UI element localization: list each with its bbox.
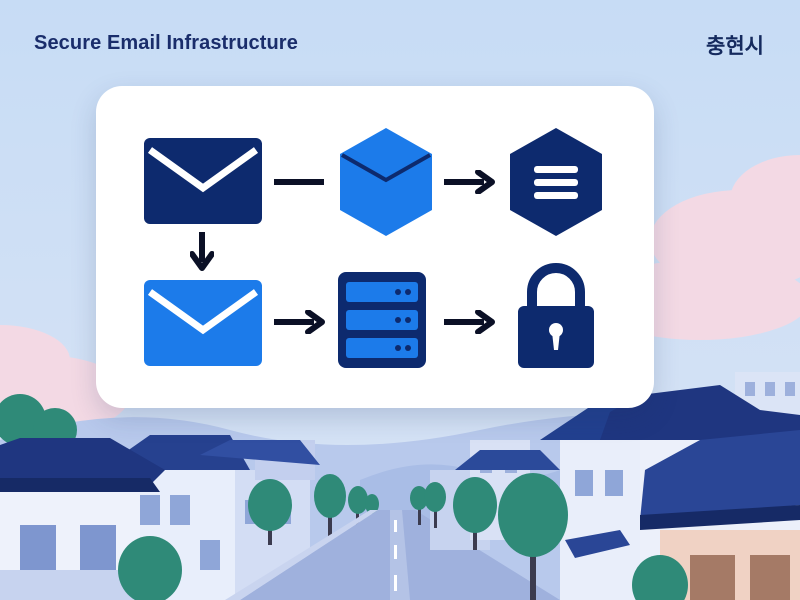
city-name-label: 충현시: [706, 34, 764, 58]
server-rack-icon: [338, 272, 426, 368]
arrow-right-icon: [444, 310, 495, 334]
cube-icon: [340, 128, 432, 236]
page-title: Secure Email Infrastructure: [34, 32, 298, 54]
arrow-right-icon: [274, 310, 325, 334]
diagram-card: [96, 86, 654, 408]
arrow-down-icon: [190, 232, 214, 271]
hexagon-menu-icon: [510, 128, 602, 236]
padlock-icon: [518, 263, 594, 368]
left-trees: [118, 474, 379, 600]
envelope-icon: [144, 280, 262, 366]
road: [225, 510, 560, 600]
right-trees: [410, 473, 688, 600]
connector-line: [274, 179, 324, 185]
arrow-right-icon: [444, 170, 495, 194]
envelope-icon: [144, 138, 262, 224]
